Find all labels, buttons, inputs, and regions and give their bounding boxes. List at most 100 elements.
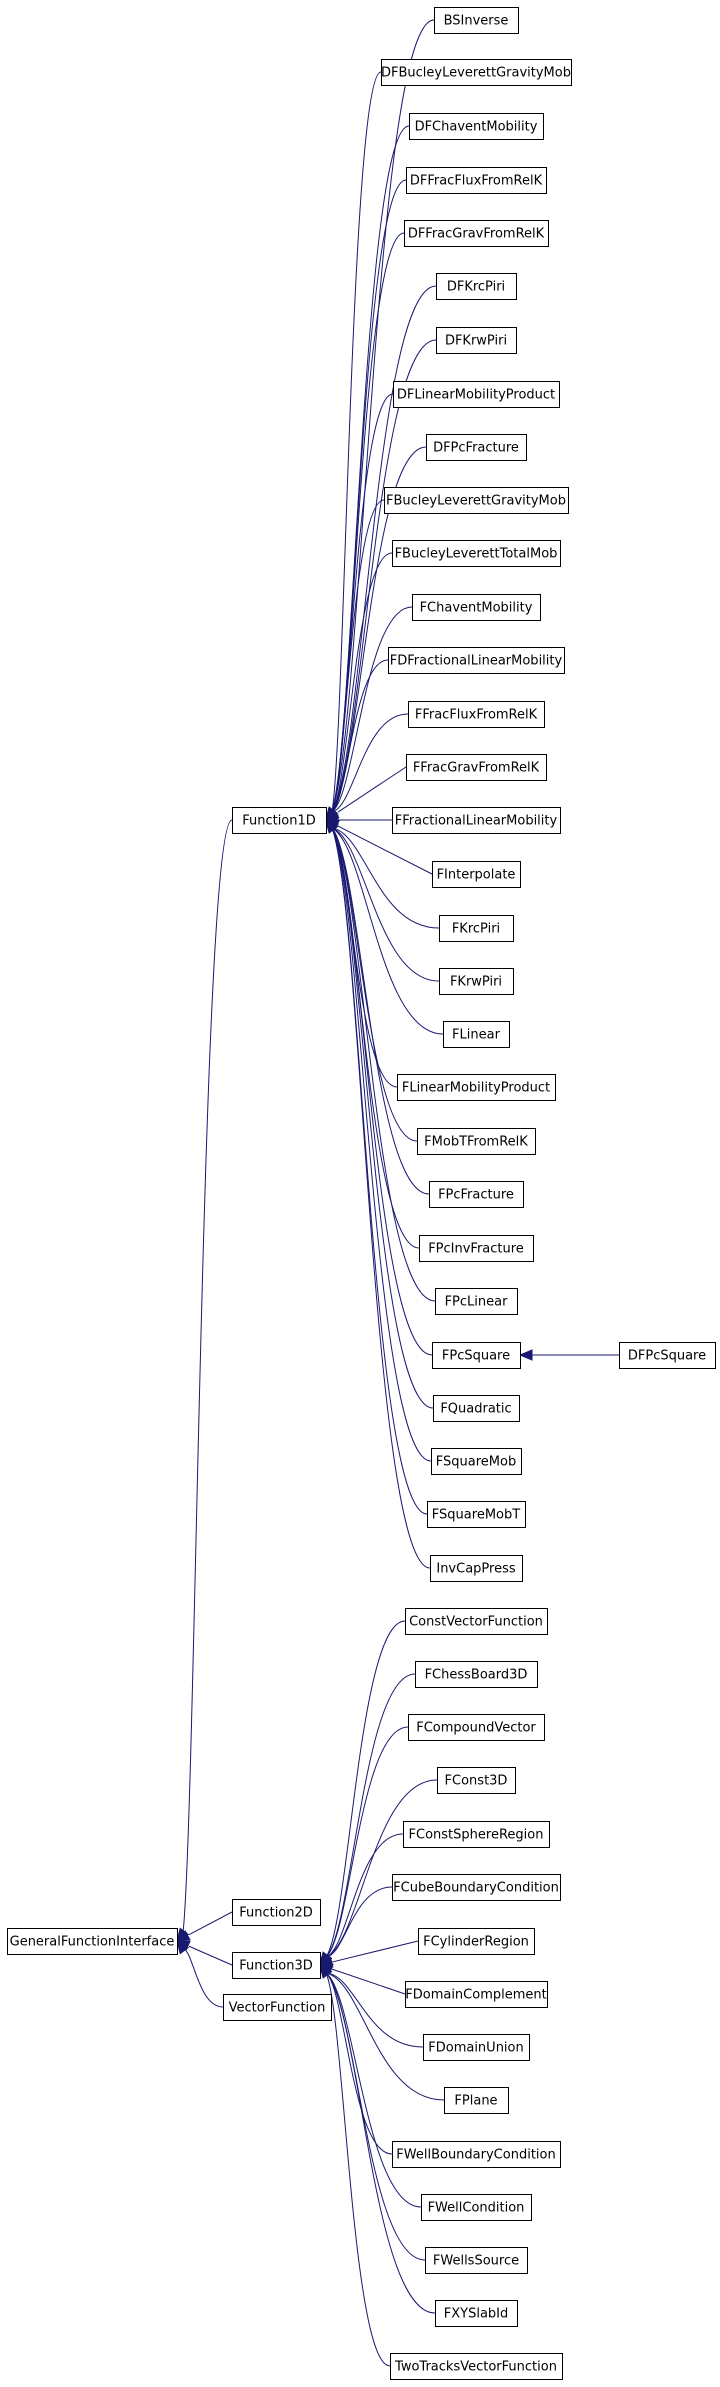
class-node-f-krw-piri[interactable]: FKrwPiri <box>439 968 514 995</box>
class-node-label: FPcLinear <box>445 1295 509 1310</box>
class-node-box <box>415 1661 538 1688</box>
class-node-function1-d[interactable]: Function1D <box>232 807 327 834</box>
class-node-box <box>431 1448 522 1475</box>
class-node-f-pc-fracture[interactable]: FPcFracture <box>429 1181 524 1208</box>
class-node-df-frac-flux-from-rel-k[interactable]: DFFracFluxFromRelK <box>406 167 547 194</box>
edge-line <box>325 1726 409 1958</box>
class-node-f-wells-source[interactable]: FWellsSource <box>425 2247 528 2274</box>
class-node-box <box>425 2247 528 2274</box>
class-node-label: FChessBoard3D <box>425 1668 528 1683</box>
edge-line <box>325 1972 445 2101</box>
class-node-fxy-slab-id[interactable]: FXYSlabId <box>435 2300 518 2327</box>
class-node-f-compound-vector[interactable]: FCompoundVector <box>408 1714 545 1741</box>
class-node-label: InvCapPress <box>436 1562 516 1577</box>
class-node-bs-inverse[interactable]: BSInverse <box>434 7 519 34</box>
class-node-general-function-interface[interactable]: GeneralFunctionInterface <box>7 1928 178 1955</box>
class-node-label: Function2D <box>239 1906 313 1921</box>
inherit-edge-f-domain-complement-to-function3-d <box>318 1963 406 1995</box>
inherit-edge-f-wells-source-to-function3-d <box>319 1963 426 2261</box>
inherit-edge-f-linear-to-function1-d <box>325 818 444 1035</box>
class-node-f-mob-t-from-rel-k[interactable]: FMobTFromRelK <box>417 1128 536 1155</box>
class-node-df-krc-piri[interactable]: DFKrcPiri <box>436 273 517 300</box>
class-node-box <box>423 2034 530 2061</box>
class-node-f-krc-piri[interactable]: FKrcPiri <box>439 915 514 942</box>
class-node-label: BSInverse <box>444 14 509 29</box>
class-node-f-const3-d[interactable]: FConst3D <box>437 1767 516 1794</box>
edge-line <box>325 1620 406 1958</box>
class-node-f-linear-mobility-product[interactable]: FLinearMobilityProduct <box>397 1074 556 1101</box>
class-node-f-pc-linear[interactable]: FPcLinear <box>435 1288 518 1315</box>
class-node-function3-d[interactable]: Function3D <box>232 1952 321 1979</box>
class-node-two-tracks-vector-function[interactable]: TwoTracksVectorFunction <box>390 2353 563 2380</box>
class-node-f-chavent-mobility[interactable]: FChaventMobility <box>412 594 541 621</box>
class-node-box <box>439 915 514 942</box>
class-node-box <box>421 2194 532 2221</box>
edge-line <box>331 1968 406 1995</box>
edge-line <box>331 827 430 1195</box>
class-node-df-chavent-mobility[interactable]: DFChaventMobility <box>409 113 544 140</box>
class-node-df-pc-fracture[interactable]: DFPcFracture <box>426 434 527 461</box>
edge-line <box>331 827 434 1409</box>
class-node-f-frac-grav-from-rel-k[interactable]: FFracGravFromRelK <box>406 754 547 781</box>
class-node-f-const-sphere-region[interactable]: FConstSphereRegion <box>403 1821 550 1848</box>
class-node-f-domain-complement[interactable]: FDomainComplement <box>405 1981 548 2008</box>
class-node-f-square-mob-t[interactable]: FSquareMobT <box>427 1501 526 1528</box>
class-node-box <box>7 1928 178 1955</box>
edge-line <box>188 1911 233 1936</box>
class-node-f-square-mob[interactable]: FSquareMob <box>431 1448 522 1475</box>
class-node-df-bucley-leverett-gravity-mob[interactable]: DFBucleyLeverettGravityMob <box>381 59 572 86</box>
class-node-df-frac-grav-from-rel-k[interactable]: DFFracGravFromRelK <box>404 220 549 247</box>
class-node-vector-function[interactable]: VectorFunction <box>223 1994 332 2021</box>
inherit-edge-f-compound-vector-to-function3-d <box>319 1726 409 1967</box>
class-node-f-bucley-leverett-total-mob[interactable]: FBucleyLeverettTotalMob <box>392 540 561 567</box>
class-node-f-pc-inv-fracture[interactable]: FPcInvFracture <box>419 1235 534 1262</box>
class-node-f-cylinder-region[interactable]: FCylinderRegion <box>418 1928 535 1955</box>
class-node-label: FDomainComplement <box>405 1988 546 2003</box>
class-node-fd-fractional-linear-mobility[interactable]: FDFractionalLinearMobility <box>388 647 565 674</box>
class-node-f-bucley-leverett-gravity-mob[interactable]: FBucleyLeverettGravityMob <box>384 487 569 514</box>
edge-line <box>325 1972 424 2048</box>
edge-line <box>331 713 409 813</box>
edge-line <box>331 285 437 813</box>
class-node-df-krw-piri[interactable]: DFKrwPiri <box>436 327 517 354</box>
class-node-f-well-condition[interactable]: FWellCondition <box>421 2194 532 2221</box>
class-node-box <box>223 1994 332 2021</box>
class-node-label: FCubeBoundaryCondition <box>393 1881 559 1896</box>
class-node-f-linear[interactable]: FLinear <box>443 1021 510 1048</box>
class-node-box <box>432 861 521 888</box>
class-node-function2-d[interactable]: Function2D <box>232 1899 321 1926</box>
edge-line <box>325 1779 438 1958</box>
edge-line <box>331 827 440 982</box>
class-node-inv-cap-press[interactable]: InvCapPress <box>430 1555 523 1582</box>
class-node-label: FInterpolate <box>437 868 516 883</box>
arrowhead-icon <box>319 1963 333 1979</box>
class-node-label: FBucleyLeverettTotalMob <box>395 547 558 562</box>
edge-line <box>331 499 385 813</box>
class-node-box <box>443 1021 510 1048</box>
inherit-edge-const-vector-function-to-function3-d <box>319 1620 406 1967</box>
class-node-df-linear-mobility-product[interactable]: DFLinearMobilityProduct <box>393 381 560 408</box>
class-node-f-cube-boundary-condition[interactable]: FCubeBoundaryCondition <box>392 1874 561 1901</box>
class-node-f-fractional-linear-mobility[interactable]: FFractionalLinearMobility <box>392 807 561 834</box>
edge-line <box>331 606 413 813</box>
class-node-f-frac-flux-from-rel-k[interactable]: FFracFluxFromRelK <box>408 701 545 728</box>
class-node-box <box>232 1899 321 1926</box>
class-node-f-well-boundary-condition[interactable]: FWellBoundaryCondition <box>392 2141 561 2168</box>
class-node-f-plane[interactable]: FPlane <box>444 2087 509 2114</box>
class-node-box <box>404 220 549 247</box>
edge-line <box>182 1948 224 2008</box>
class-node-f-pc-square[interactable]: FPcSquare <box>432 1342 521 1369</box>
class-node-f-domain-union[interactable]: FDomainUnion <box>423 2034 530 2061</box>
class-node-box <box>397 1074 556 1101</box>
edge-line <box>331 827 428 1515</box>
class-node-f-quadratic[interactable]: FQuadratic <box>433 1395 520 1422</box>
class-node-const-vector-function[interactable]: ConstVectorFunction <box>405 1608 548 1635</box>
class-node-f-chess-board3-d[interactable]: FChessBoard3D <box>415 1661 538 1688</box>
class-node-f-interpolate[interactable]: FInterpolate <box>432 861 521 888</box>
class-node-df-pc-square[interactable]: DFPcSquare <box>619 1342 716 1369</box>
class-node-box <box>619 1342 716 1369</box>
class-node-box <box>412 594 541 621</box>
edge-line <box>331 827 436 1302</box>
class-node-box <box>381 59 572 86</box>
inherit-edge-function1-d-to-general-function-interface <box>176 819 233 1943</box>
